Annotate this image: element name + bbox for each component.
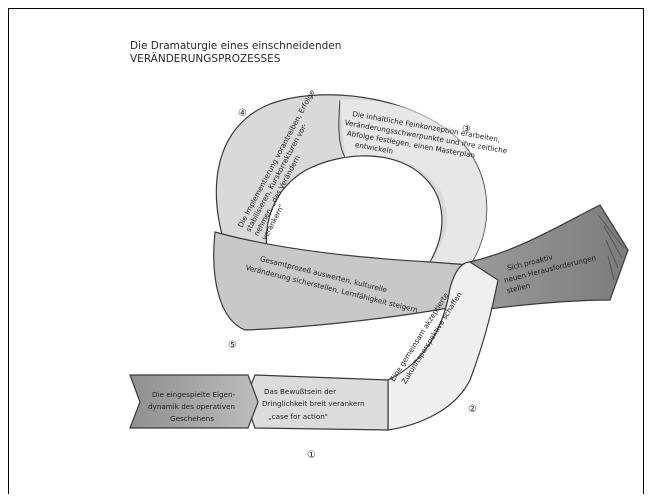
svg-text:Dringlichkeit breit verankern: Dringlichkeit breit verankern bbox=[262, 399, 365, 408]
title-line-1: Die Dramaturgie eines einschneidenden bbox=[130, 40, 342, 52]
svg-text:Die eingespielte Eigen-: Die eingespielte Eigen- bbox=[152, 390, 236, 399]
svg-text:①: ① bbox=[307, 450, 316, 461]
start-box-text: Die eingespielte Eigen- dynamik des oper… bbox=[148, 390, 236, 423]
loop-divider bbox=[338, 99, 346, 158]
stage-number-3: ③ bbox=[462, 124, 471, 135]
loop-shade bbox=[340, 99, 487, 265]
svg-text:dynamik des operativen: dynamik des operativen bbox=[148, 402, 235, 411]
stage-number-4: ④ bbox=[238, 108, 247, 119]
stage-number-2: ② bbox=[468, 404, 477, 415]
end-arrow-hatch bbox=[597, 214, 625, 281]
svg-text:③: ③ bbox=[462, 124, 471, 135]
diagram-title: Die Dramaturgie eines einschneidenden VE… bbox=[130, 40, 341, 66]
svg-text:Das Bewußtsein der: Das Bewußtsein der bbox=[264, 387, 336, 396]
end-arrow bbox=[469, 204, 629, 311]
svg-text:②: ② bbox=[468, 404, 477, 415]
title-line-2: VERÄNDERUNGSPROZESSES bbox=[130, 53, 281, 65]
figure-frame bbox=[8, 8, 644, 494]
stage-number-5: ⑤ bbox=[228, 340, 237, 351]
svg-text:④: ④ bbox=[238, 108, 247, 119]
svg-text:Geschehens: Geschehens bbox=[170, 414, 214, 423]
stage-number-1: ① bbox=[307, 450, 316, 461]
svg-text:„case for action“: „case for action“ bbox=[268, 412, 328, 421]
svg-text:⑤: ⑤ bbox=[228, 340, 237, 351]
stage2-band bbox=[387, 261, 499, 431]
start-arrow bbox=[129, 374, 259, 429]
stage1-text: Das Bewußtsein der Dringlichkeit breit v… bbox=[262, 387, 365, 421]
